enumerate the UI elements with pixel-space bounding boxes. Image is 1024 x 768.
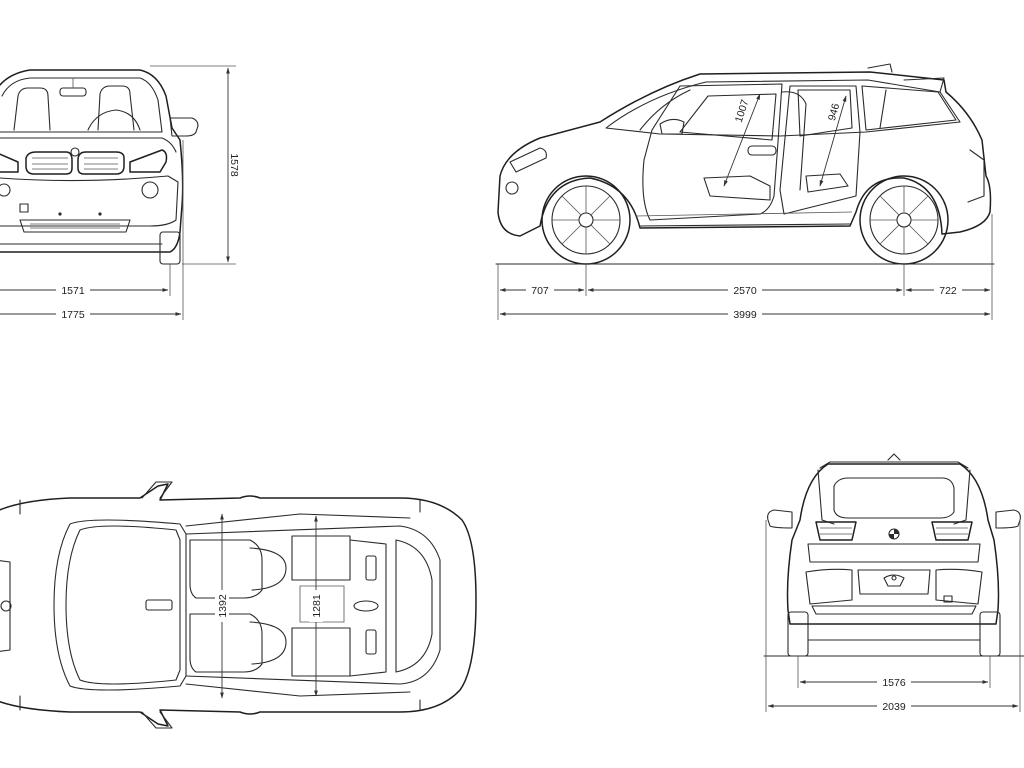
overall-length-label: 3999 [733,309,757,321]
rear-door-opening-label: 946 [826,102,842,122]
front-width-label: 1775 [61,309,85,321]
front-track-label: 1571 [61,285,85,297]
side-view: 1007 946 707 2570 722 3999 [495,63,995,321]
rear-door-open [779,85,861,215]
front-cabin-width-label: 1392 [217,594,229,618]
front-height-label: 1578 [228,153,240,177]
front-door-opening-label: 1007 [733,98,752,124]
rear-view: 1576 2039 [763,453,1024,713]
kidney-grille [25,147,125,175]
rear-width-label: 2039 [882,701,906,713]
front-overhang-label: 707 [531,285,549,297]
front-seats-top [189,539,287,673]
rear-track-label: 1576 [882,677,906,689]
front-wheel [541,175,631,265]
front-view: 1578 1571 1775 [0,65,240,321]
rear-wheel [859,175,949,265]
rear-seats-top [291,535,387,677]
top-view: 1392 1281 [0,481,477,729]
wheelbase-label: 2570 [733,285,757,297]
rear-overhang-label: 722 [939,285,957,297]
rear-cabin-width-label: 1281 [311,594,323,618]
